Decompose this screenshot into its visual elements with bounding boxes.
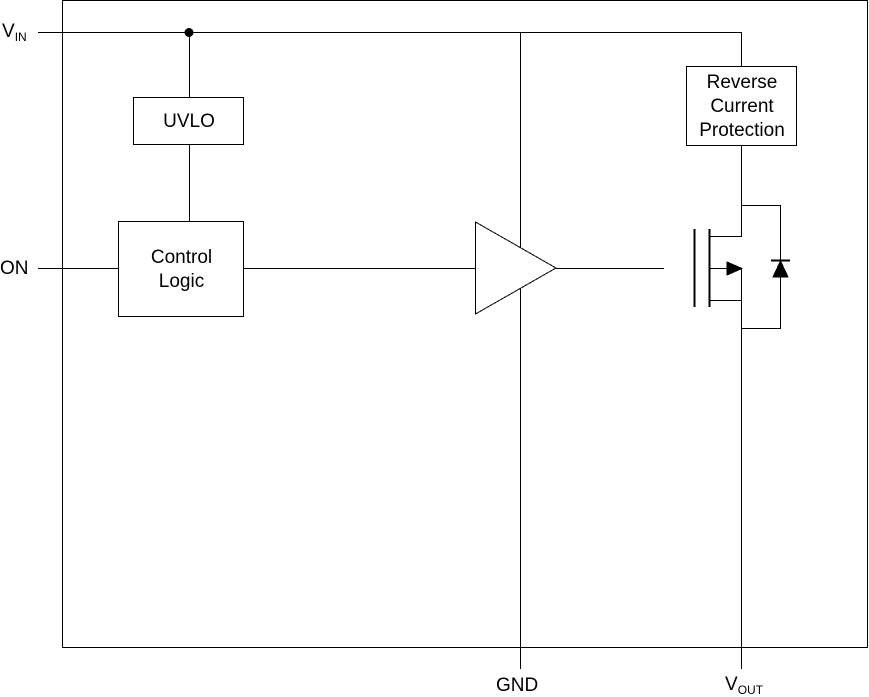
uvlo-text: UVLO	[163, 110, 215, 132]
control-logic-line-2: Logic	[158, 270, 205, 292]
reverse-current-protection-block	[686, 66, 797, 146]
vout-label-sub: OUT	[737, 683, 764, 697]
on-label: ON	[0, 258, 29, 279]
reverse-current-protection-label: Reverse Current Protection	[687, 67, 797, 146]
gate-driver-triangle	[475, 221, 558, 315]
uvlo-block	[133, 97, 244, 145]
control-logic-label: Control Logic	[119, 222, 244, 317]
control-logic-line-1: Control	[150, 246, 213, 268]
control-logic-block	[118, 221, 244, 317]
vout-label: VOUT	[725, 675, 763, 696]
uvlo-label: UVLO	[134, 98, 244, 145]
body-diode-triangle	[772, 259, 789, 278]
device-boundary	[62, 0, 868, 648]
vin-label: VIN	[2, 22, 27, 43]
vin-label-sub: IN	[14, 30, 27, 44]
vin-label-main: V	[2, 21, 15, 42]
gnd-label: GND	[496, 675, 539, 696]
rcp-line-3: Protection	[699, 119, 785, 141]
rcp-line-1: Reverse	[706, 71, 778, 93]
rcp-line-2: Current	[710, 95, 774, 117]
mosfet-body-arrow	[726, 261, 744, 276]
vout-label-main: V	[725, 674, 738, 695]
body-diode-loop	[741, 205, 781, 329]
